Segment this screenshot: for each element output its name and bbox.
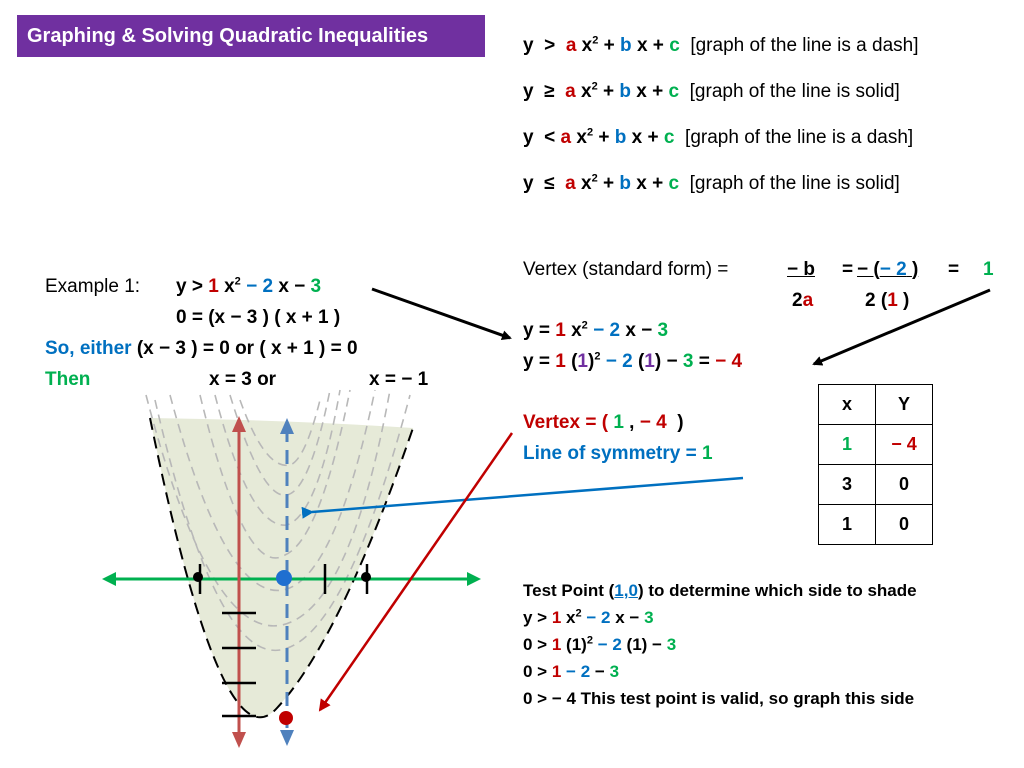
shaded-region: [150, 418, 413, 718]
line-of-symmetry: Line of symmetry = 1: [523, 443, 713, 464]
x-intercept-point: [193, 572, 203, 582]
table-header-row: x Y: [818, 384, 933, 425]
example-solution-2: x = − 1: [369, 369, 429, 390]
vertex-formula-denominator: 2a: [792, 290, 814, 311]
y-axis-ticks: [222, 611, 256, 718]
page-title: Graphing & Solving Quadratic Inequalitie…: [17, 15, 485, 57]
vertex-formula-numerator: − b: [787, 259, 815, 280]
arrow-vertex-to-graph: [318, 432, 514, 712]
arrow-result-to-substitution: [812, 288, 991, 366]
example-then: Then: [45, 369, 91, 390]
table-cell: 0: [875, 464, 933, 505]
table-header-x: x: [818, 384, 876, 425]
vertex-formula-result: 1: [983, 259, 994, 280]
table-cell: − 4: [875, 424, 933, 465]
x-intercept-point: [361, 572, 371, 582]
arrow-example-to-substitution: [371, 287, 512, 341]
test-point-line-2: 0 > 1 (1)2 − 2 (1) − 3: [523, 634, 677, 654]
example-factored: 0 = (x − 3 ) ( x + 1 ): [176, 307, 341, 328]
vertex-result: Vertex = ( 1 , − 4 ): [523, 412, 684, 433]
vertex-formula-label: Vertex (standard form) =: [523, 259, 729, 280]
inequality-rule-2: y ≥ a x2 + b x + c [graph of the line is…: [523, 80, 900, 102]
example-equation: y > 1 x2 − 2 x − 3: [176, 275, 322, 297]
test-point-line-3: 0 > 1 − 2 − 3: [523, 662, 620, 681]
example-so-either: So, either (x − 3 ) = 0 or ( x + 1 ) = 0: [45, 338, 358, 359]
table-row: 1 0: [818, 504, 933, 545]
vertex-formula-eq2: =: [948, 259, 960, 280]
vertex-point: [279, 711, 293, 725]
test-point-heading: Test Point (1,0) to determine which side…: [523, 581, 917, 600]
inequality-rule-3: y < a x2 + b x + c [graph of the line is…: [523, 126, 914, 148]
example-label: Example 1:: [45, 276, 141, 297]
table-row: 3 0: [818, 464, 933, 505]
test-point-line-1: y > 1 x2 − 2 x − 3: [523, 607, 654, 627]
table-cell: 1: [818, 504, 876, 545]
table-header-y: Y: [875, 384, 933, 425]
arrow-symmetry-to-graph: [301, 476, 744, 519]
inequality-rule-1: y > a x2 + b x + c [graph of the line is…: [523, 34, 919, 56]
substitution-line-1: y = 1 x2 − 2 x − 3: [523, 319, 669, 341]
test-point-line-4: 0 > − 4 This test point is valid, so gra…: [523, 689, 915, 708]
table-cell: 3: [818, 464, 876, 505]
vertex-formula-denominator-2: 2 (1 ): [865, 290, 910, 311]
vertex-formula-eq1: =: [842, 259, 854, 280]
table-cell: 1: [818, 424, 876, 465]
parabola-curve: [149, 417, 414, 719]
table-row: 1 − 4: [818, 424, 933, 465]
test-point-marker: [276, 570, 292, 586]
xy-table: x Y 1 − 4 3 0 1 0: [818, 384, 933, 545]
substitution-line-2: y = 1 (1)2 − 2 (1) − 3 = − 4: [523, 350, 743, 372]
vertex-formula-numerator-2: − (− 2 ): [857, 259, 919, 280]
inequality-rule-4: y ≤ a x2 + b x + c [graph of the line is…: [523, 172, 900, 194]
example-solution-1: x = 3 or: [209, 369, 277, 390]
table-cell: 0: [875, 504, 933, 545]
